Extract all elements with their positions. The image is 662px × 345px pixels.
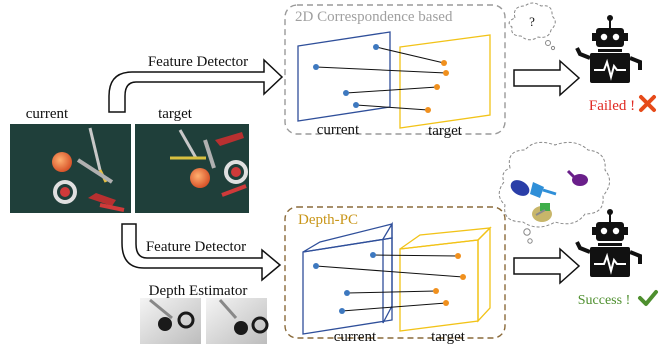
current-scene-image [10,124,131,213]
robot-icon [575,209,642,277]
depth-map-images [140,298,269,344]
current-plane-label-top: current [317,122,360,138]
cross-icon [639,95,656,112]
2d-correspondence-box [284,4,506,135]
correspondence-lines-bottom [315,254,464,312]
check-icon [638,290,658,306]
target-scene-image [135,124,249,213]
correspondence-lines-top [315,46,447,111]
current-image-label: current [26,106,69,122]
thought-bubble-icon [508,2,556,51]
current-volume-bottom [302,221,393,335]
keypoints-bottom [313,252,466,314]
top-flow-arrow [108,58,284,113]
target-plane-top [399,34,491,129]
feature-detector-label-bottom: Feature Detector [146,239,246,255]
robot-icon [575,15,642,83]
depth-estimator-label: Depth Estimator [149,283,248,299]
success-label: Success ! [578,293,631,308]
question-mark: ? [529,14,535,29]
2d-correspondence-title: 2D Correspondence based [295,9,453,25]
feature-detector-label-top: Feature Detector [148,54,248,70]
current-plane-label-bottom: current [334,329,377,345]
top-output-arrow [513,59,581,97]
thought-bubble-icon [498,141,610,244]
bottom-output-arrow [513,247,581,285]
target-volume-bottom [399,226,492,332]
point-cloud-objects [510,169,588,222]
target-image-label: target [158,106,193,122]
bottom-flow-arrow [121,223,282,282]
target-plane-label-top: target [428,123,463,139]
keypoints-top [313,44,449,113]
depth-pc-title: Depth-PC [298,212,358,228]
target-plane-label-bottom: target [431,329,466,345]
failed-label: Failed ! [589,98,635,114]
